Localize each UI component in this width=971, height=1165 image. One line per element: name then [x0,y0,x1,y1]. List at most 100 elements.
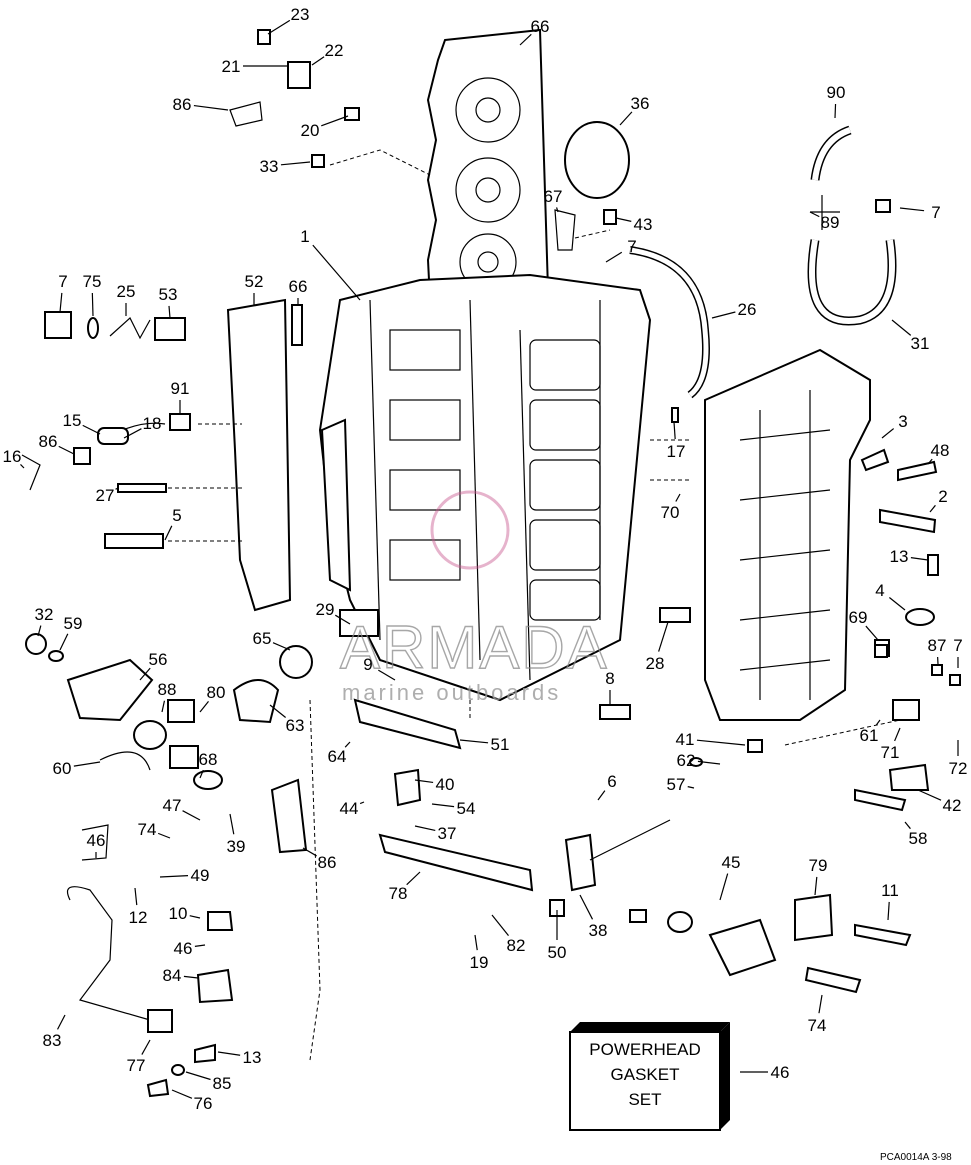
callout-28: 28 [646,654,665,673]
leader-90 [834,103,837,119]
leader-60 [73,761,101,767]
callout-7: 7 [931,203,940,222]
leader-26 [711,311,736,319]
leader-83 [57,1014,66,1030]
callout-36: 36 [631,94,650,113]
callout-21: 21 [222,57,241,76]
leader-74 [157,832,171,839]
leader-47 [182,810,201,821]
callout-76: 76 [194,1094,213,1113]
leader-51 [459,739,489,744]
leader-3 [881,428,895,439]
callout-64: 64 [328,747,347,766]
callout-49: 49 [191,866,210,885]
callout-2: 2 [938,487,947,506]
leader-59 [59,633,69,651]
callout-46: 46 [87,831,106,850]
callout-4: 4 [875,581,884,600]
callout-41: 41 [676,730,695,749]
callout-9: 9 [363,655,372,674]
leader-79 [814,876,818,896]
callout-69: 69 [849,608,868,627]
leader-84 [183,975,199,979]
callout-68: 68 [199,750,218,769]
leader-76 [171,1089,193,1099]
callout-25: 25 [117,282,136,301]
callout-18: 18 [143,414,162,433]
leader-66 [519,33,532,46]
leader-86 [58,445,75,455]
callout-3: 3 [898,412,907,431]
leader-7 [605,251,623,263]
leader-33 [280,161,311,166]
callout-86: 86 [318,853,337,872]
watermark: ARMADA marine outboards [339,490,609,705]
leader-85 [185,1071,211,1081]
callout-83: 83 [43,1031,62,1050]
callout-62: 62 [677,751,696,770]
leader-48 [927,458,933,465]
leader-53 [168,305,171,319]
leader-54 [431,803,455,808]
leader-17 [673,421,676,440]
leader-69 [865,625,879,641]
leader-49 [159,874,189,878]
callout-71: 71 [881,743,900,762]
leader-70 [675,493,681,502]
callout-65: 65 [253,629,272,648]
callout-7: 7 [627,237,636,256]
leader-86 [302,847,317,857]
leader-2 [929,504,936,513]
leader-58 [904,821,911,830]
leader-46 [194,944,206,947]
leader-63 [269,704,287,718]
callout-86: 86 [39,432,58,451]
leader-38 [579,894,594,920]
leader-67 [556,207,559,213]
callout-50: 50 [548,943,567,962]
callout-70: 70 [661,503,680,522]
leader-78 [406,871,421,886]
leader-44 [359,801,365,805]
leader-27 [115,487,119,490]
leader-7 [59,292,63,313]
callout-90: 90 [827,83,846,102]
callout-66: 66 [531,17,550,36]
leader-88 [161,700,166,713]
callout-54: 54 [457,799,476,818]
callout-15: 15 [63,411,82,430]
leader-40 [414,779,434,784]
leader-7 [899,207,925,212]
leader-80 [199,700,209,713]
o-ring [564,121,630,199]
callout-33: 33 [260,157,279,176]
leader-45 [719,873,729,901]
gasket-box-line-2: GASKET [611,1065,680,1084]
callout-43: 43 [634,215,653,234]
callout-85: 85 [213,1074,232,1093]
callout-61: 61 [860,726,879,745]
callout-32: 32 [35,605,54,624]
callout-89: 89 [821,213,840,232]
svg-text:marine outboards: marine outboards [342,680,561,705]
leader-77 [141,1039,151,1055]
svg-text:ARMADA: ARMADA [340,614,609,681]
leader-29 [334,614,351,625]
callout-13: 13 [243,1048,262,1067]
small-parts [21,29,961,1098]
callout-84: 84 [163,966,182,985]
callout-16: 16 [3,447,22,466]
leader-56 [139,667,151,681]
callout-78: 78 [389,884,408,903]
leader-68 [199,769,204,779]
callout-22: 22 [325,41,344,60]
leader-18 [123,428,142,439]
callout-27: 27 [96,486,115,505]
callout-51: 51 [491,735,510,754]
callout-37: 37 [438,824,457,843]
callout-6: 6 [607,772,616,791]
callout-52: 52 [245,272,264,291]
callout-79: 79 [809,856,828,875]
leader-15 [82,424,101,435]
